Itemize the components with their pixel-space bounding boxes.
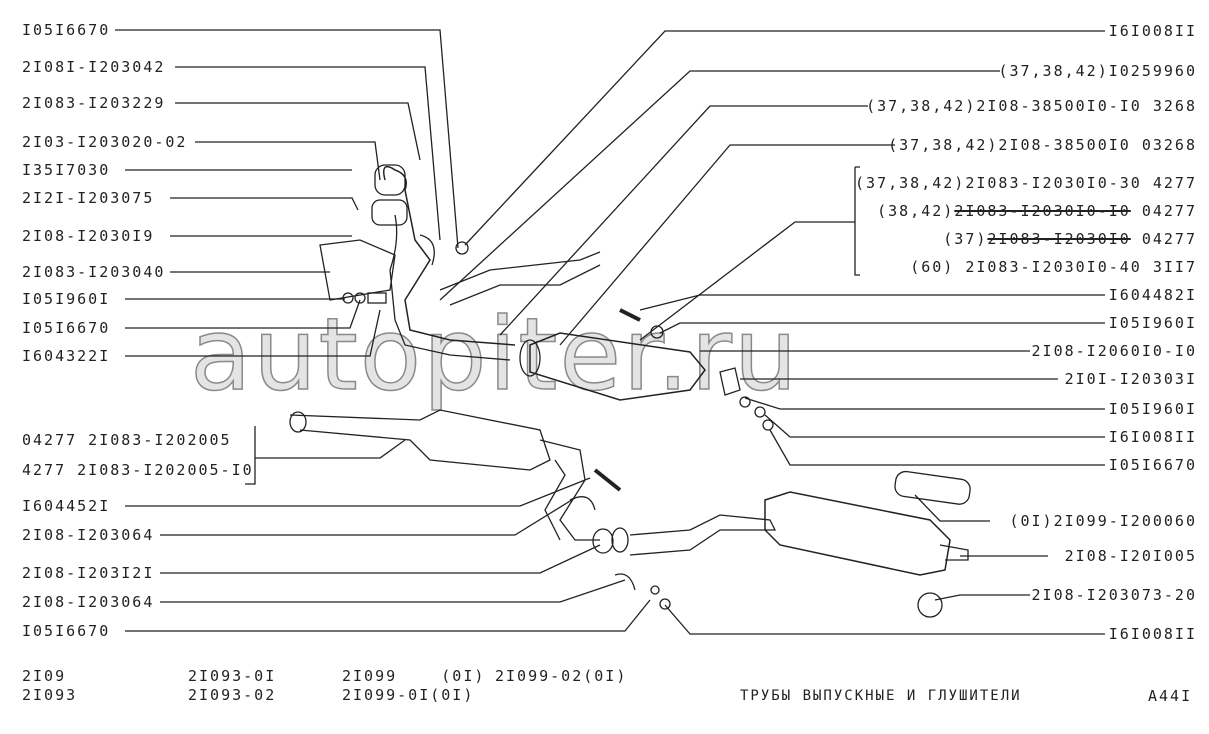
part-label: I6I008II (1108, 22, 1197, 40)
part-label: 2I08-I203064 (22, 593, 155, 611)
watermark: autopiter.ru (189, 296, 800, 413)
part-applicability: (37) (943, 230, 988, 248)
part-label: 2I08-I203073-20 (1031, 586, 1197, 604)
model-label: 2I099 (0I) (342, 667, 486, 685)
part-label: (38,42)2I083-I2030I0-I0 04277 (877, 202, 1197, 220)
part-label: 4277 2I083-I202005-I0 (22, 461, 254, 479)
leader-lines-right (439, 30, 1105, 635)
part-label: I05I6670 (22, 622, 111, 640)
part-label: (37,38,42)2I08-38500I0 03268 (888, 136, 1197, 154)
part-label: 2I08-I203I2I (22, 564, 155, 582)
part-applicability: (38,42) (877, 202, 955, 220)
part-label: I05I6670 (22, 319, 111, 337)
part-label: (37)2I083-I2030I0 04277 (943, 230, 1197, 248)
part-label: 2I083-I203229 (22, 94, 166, 112)
part-label: (60) 2I083-I2030I0-40 3II7 (910, 258, 1197, 276)
diagram-title: ТРУБЫ ВЫПУСКНЫЕ И ГЛУШИТЕЛИ (740, 688, 1022, 704)
part-label: I05I960I (1108, 314, 1197, 332)
model-label: 2I099-02(0I) (495, 667, 628, 685)
part-label: 2I08-I2060I0-I0 (1031, 342, 1197, 360)
part-label: (0I)2I099-I200060 (1009, 512, 1197, 530)
part-label: I604322I (22, 347, 111, 365)
part-label: 2I0I-I20303I (1064, 370, 1197, 388)
part-label: I05I6670 (1108, 456, 1197, 474)
part-label: (37,38,42)2I08-38500I0-I0 3268 (866, 97, 1197, 115)
part-label: I05I6670 (22, 21, 111, 39)
part-number-struck: 2I083-I2030I0 (987, 230, 1131, 248)
parts (289, 164, 971, 618)
part-label: 2I03-I203020-02 (22, 133, 188, 151)
part-label: (37,38,42)I0259960 (998, 62, 1197, 80)
page-code: A44I (1148, 687, 1193, 705)
part-label: I604452I (22, 497, 111, 515)
part-label: 2I08I-I203042 (22, 58, 166, 76)
part-number-struck: 2I083-I2030I0-I0 (954, 202, 1131, 220)
model-label: 2I093-0I (188, 667, 277, 685)
part-label: I6I008II (1108, 428, 1197, 446)
part-label: 2I2I-I203075 (22, 189, 155, 207)
part-label: 2I08-I20I005 (1064, 547, 1197, 565)
part-label: I35I7030 (22, 161, 111, 179)
part-label: 2I08-I2030I9 (22, 227, 155, 245)
part-label: 04277 2I083-I202005 (22, 431, 232, 449)
leader-lines-left (115, 29, 651, 632)
part-label: I05I960I (1108, 400, 1197, 418)
part-suffix: 04277 (1130, 202, 1197, 220)
part-label: I05I960I (22, 290, 111, 308)
part-label: I604482I (1108, 286, 1197, 304)
model-label: 2I09 (22, 667, 67, 685)
part-label: 2I083-I203040 (22, 263, 166, 281)
model-label: 2I093-02 (188, 686, 277, 704)
part-label: 2I08-I203064 (22, 526, 155, 544)
part-suffix: 04277 (1130, 230, 1197, 248)
part-label: I6I008II (1108, 625, 1197, 643)
model-label: 2I099-0I(0I) (342, 686, 475, 704)
model-label: 2I093 (22, 686, 78, 704)
part-label: (37,38,42)2I083-I2030I0-30 4277 (855, 174, 1197, 192)
